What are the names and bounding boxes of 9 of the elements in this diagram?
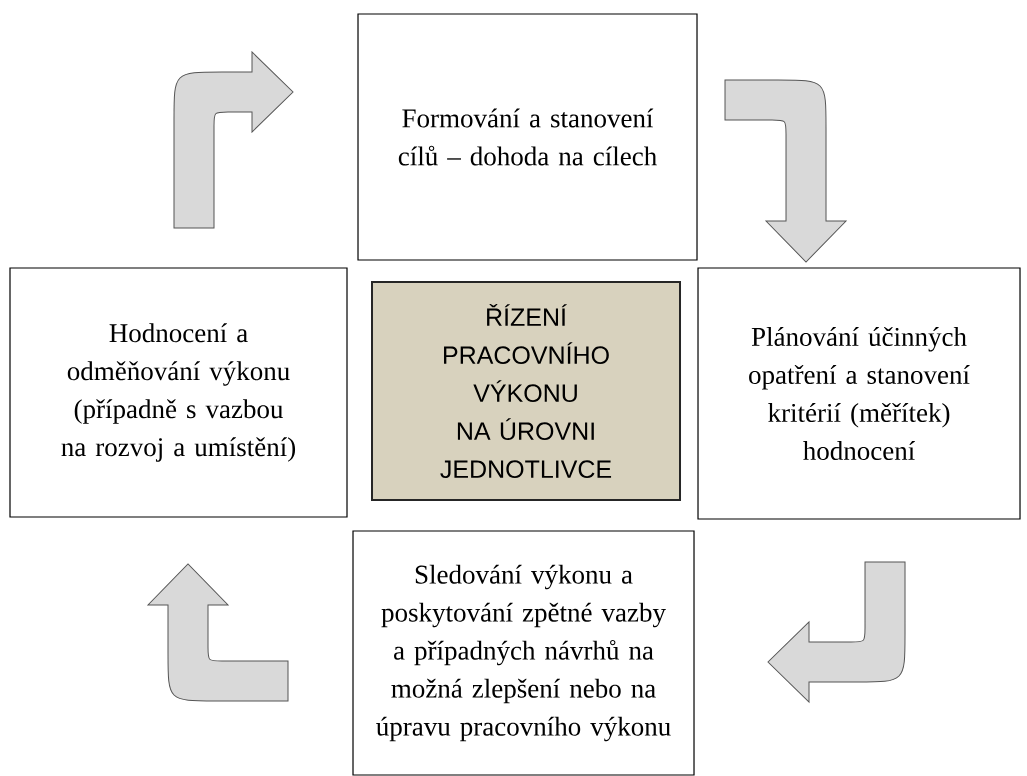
- curved-arrow: [173, 51, 294, 229]
- text-box: Sledování výkonu a poskytování zpětné vazby a případných návrhů na možná zlepšení nebo na úpravu pracovního výkonu: [352, 530, 695, 776]
- title-box: ŘÍZENÍ PRACOVNÍHO VÝKONU NA ÚROVNI JEDNOTLIVCE: [371, 281, 681, 501]
- curved-arrow: [724, 79, 847, 263]
- text-box: Hodnocení a odměňování výkonu (případně s vazbou na rozvoj a umístění): [9, 267, 348, 518]
- text-box: Formování a stanovení cílů – dohoda na cílech: [357, 13, 698, 261]
- text-box: Plánování účinných opatření a stanovení kritérií (měřítek) hodnocení: [697, 267, 1021, 520]
- curved-arrow: [767, 561, 906, 703]
- curved-arrow: [147, 563, 289, 702]
